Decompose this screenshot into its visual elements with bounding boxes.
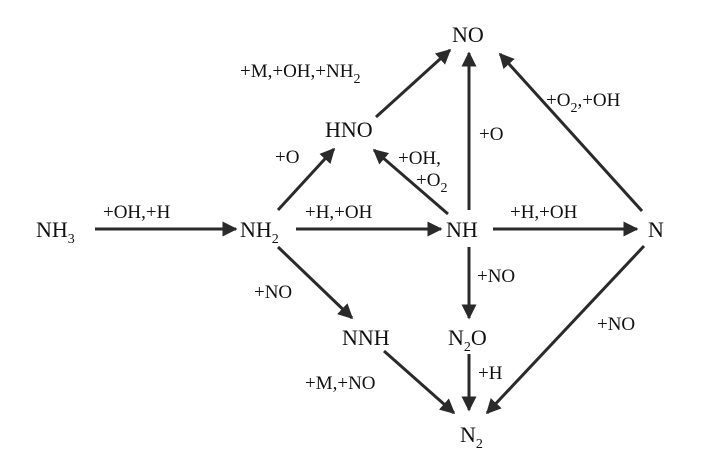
label-nh2-nnh: +NO [254,282,292,303]
label-nh3-nh2: +OH,+H [103,202,171,223]
arrow-n-to-no [498,52,644,213]
arrow-nnh-to-n2 [383,349,456,415]
label-hno-no: +M,+OH,+NH2 [240,61,360,87]
label-n2o-n2: +H [478,363,503,384]
node-nh2: NH2 [240,217,279,247]
label-nnh-n2: +M,+NO [305,373,376,394]
node-hno: HNO [325,117,373,142]
arrow-hno-to-no [374,48,452,119]
arrow-n-to-n2 [485,244,646,415]
node-no: NO [452,22,484,47]
node-n2o: N2O [448,325,487,355]
label-nh2-hno: +O [275,147,299,168]
arrow-nh2-to-nnh [276,245,354,320]
node-nh3: NH3 [36,217,75,247]
label-nh-n: +H,+OH [510,202,578,223]
arrow-nh-to-hno [372,148,449,216]
label-nh-hno-line1: +OH, [398,148,441,169]
label-n-n2: +NO [597,314,635,335]
label-nh2-nh: +H,+OH [305,202,373,223]
label-n-no: +O2,+OH [546,90,621,116]
label-nh-no: +O [479,124,503,145]
label-nh-hno-line2: +O2 [416,170,447,196]
node-n: N [648,217,664,242]
node-nh: NH [446,217,478,242]
node-nnh: NNH [342,325,390,350]
node-n2: N2 [460,422,483,452]
arrow-nh2-to-hno [276,147,336,212]
label-nh-n2o: +NO [477,266,515,287]
